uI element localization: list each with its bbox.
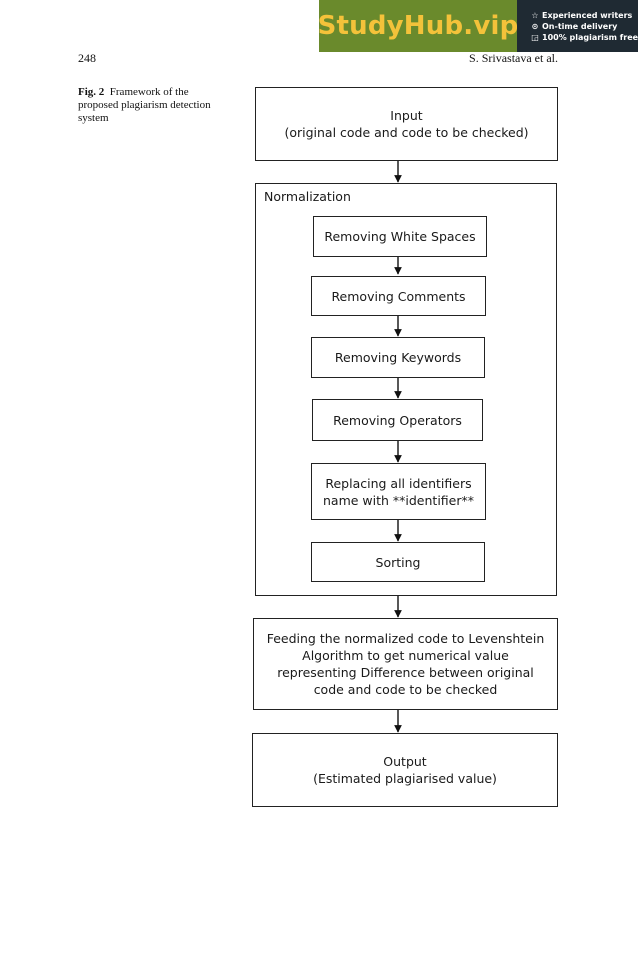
- step-removing-keywords: Removing Keywords: [311, 337, 485, 378]
- banner-feature-text: On-time delivery: [542, 21, 618, 31]
- banner-feature: ☆ Experienced writers: [531, 11, 638, 20]
- normalization-frame: [255, 183, 557, 596]
- figure-caption-text: Framework of the proposed plagiarism det…: [78, 86, 211, 124]
- star-icon: ☆: [531, 10, 539, 20]
- figure-label: Fig. 2: [78, 86, 105, 98]
- input-box: Input (original code and code to be chec…: [255, 87, 558, 161]
- levenshtein-box: Feeding the normalized code to Levenshte…: [253, 618, 558, 710]
- banner-feature: ⊙ On-time delivery: [531, 22, 638, 31]
- step-removing-operators: Removing Operators: [312, 399, 483, 441]
- step-replacing-identifiers: Replacing all identifiers name with **id…: [311, 463, 486, 520]
- banner-brand-area: StudyHub.vip: [317, 0, 519, 52]
- page-number: 248: [78, 51, 96, 65]
- banner-feature-text: Experienced writers: [542, 10, 633, 20]
- running-head: S. Srivastava et al.: [469, 51, 558, 65]
- ad-banner[interactable]: StudyHub.vip ☆ Experienced writers ⊙ On-…: [317, 0, 638, 52]
- step-removing-comments: Removing Comments: [311, 276, 486, 316]
- figure-caption: Fig. 2 Framework of the proposed plagiar…: [78, 86, 228, 125]
- badge-icon: ◲: [531, 32, 539, 42]
- step-sorting: Sorting: [311, 542, 485, 582]
- normalization-title: Normalization: [264, 189, 351, 204]
- banner-feature-text: 100% plagiarism free: [542, 32, 638, 42]
- brand-logo: StudyHub.vip: [317, 11, 519, 41]
- banner-feature: ◲ 100% plagiarism free: [531, 33, 638, 42]
- banner-features: ☆ Experienced writers ⊙ On-time delivery…: [517, 0, 638, 52]
- step-removing-white-spaces: Removing White Spaces: [313, 216, 487, 257]
- output-box: Output (Estimated plagiarised value): [252, 733, 558, 807]
- clock-icon: ⊙: [531, 21, 539, 31]
